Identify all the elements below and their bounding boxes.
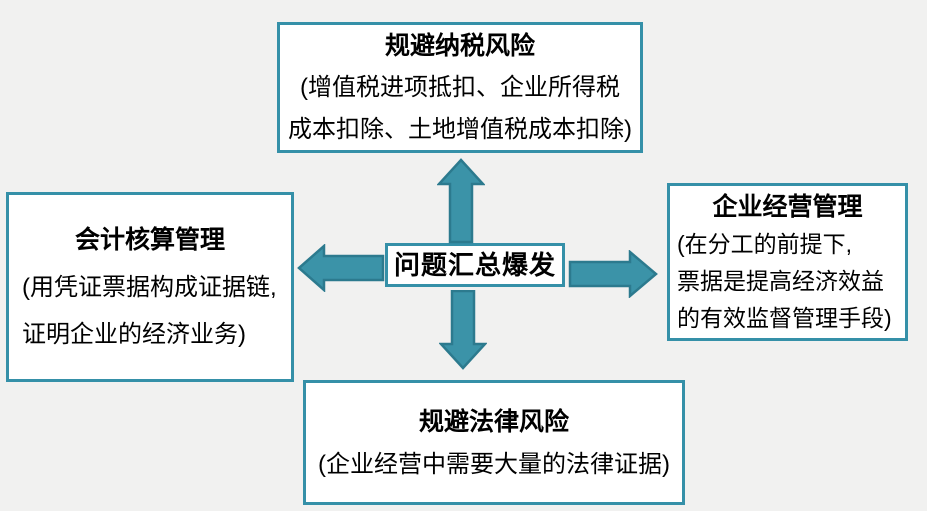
node-business-management-title: 企业经营管理 [712,192,863,221]
block-arrow-down-icon [439,290,487,370]
node-legal-risk-line: (企业经营中需要大量的法律证据) [318,450,670,478]
node-business-management-line: (在分工的前提下, [677,230,853,257]
node-tax-risk: 规避纳税风险 (增值税进项抵扣、企业所得税 成本扣除、土地增值税成本扣除) [277,22,643,153]
node-accounting-management-line: (用凭证票据构成证据链, [22,274,277,301]
node-problem-summary-label: 问题汇总爆发 [393,250,556,280]
node-accounting-management-line: 证明企业的经济业务) [22,321,246,348]
node-legal-risk-title: 规避法律风险 [418,407,569,436]
block-arrow-left-icon [297,244,385,292]
node-tax-risk-line: 成本扣除、土地增值税成本扣除) [288,115,632,143]
block-arrow-right-icon [568,250,658,298]
node-business-management-line: 票据是提高经济效益 [677,267,884,294]
node-business-management-line: 的有效监督管理手段) [677,304,892,331]
node-business-management: 企业经营管理 (在分工的前提下, 票据是提高经济效益 的有效监督管理手段) [667,183,908,341]
node-accounting-management: 会计核算管理 (用凭证票据构成证据链, 证明企业的经济业务) [6,192,294,382]
node-accounting-management-title: 会计核算管理 [74,226,225,254]
node-problem-summary: 问题汇总爆发 [385,243,565,287]
block-arrow-up-icon [437,158,485,244]
node-tax-risk-line: (增值税进项抵扣、企业所得税 [300,73,620,101]
node-legal-risk: 规避法律风险 (企业经营中需要大量的法律证据) [303,380,685,505]
node-tax-risk-title: 规避纳税风险 [384,31,535,60]
